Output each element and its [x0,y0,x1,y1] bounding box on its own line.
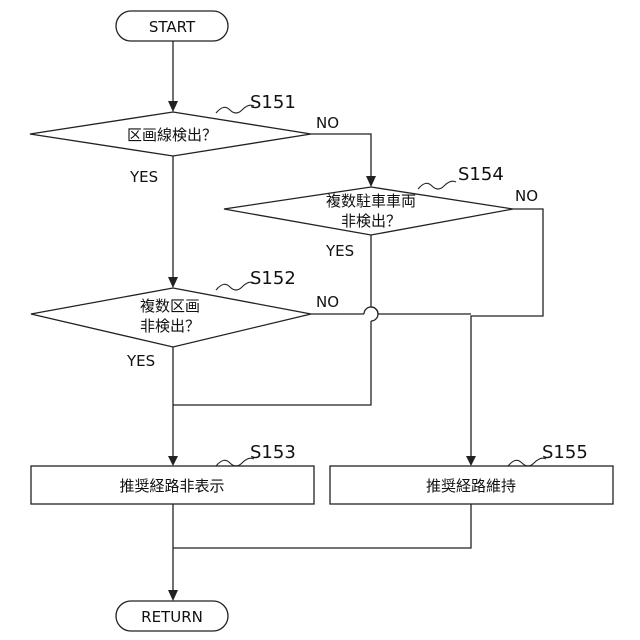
jump-over-arc [364,307,378,314]
return-label: RETURN [141,608,203,626]
s152-yes-label: YES [126,352,155,370]
s152-leader-line [216,282,254,290]
s155-text: 推奨経路維持 [426,477,516,495]
s153-text: 推奨経路非表示 [119,477,224,495]
s155-step-label: S155 [542,442,588,463]
connector-s155-merge [173,504,471,548]
arrowhead [168,101,178,112]
connector-s154-no [471,209,543,456]
s152-no-label: NO [316,293,339,311]
s152-text-line2: 非検出？ [140,317,200,335]
s151-no-label: NO [316,114,339,132]
start-label: START [149,18,196,36]
arrowhead [366,176,376,187]
line-crossover [371,307,378,321]
arrowhead [168,456,178,466]
s153-leader-line [216,458,254,466]
s154-text-line2: 非検出？ [341,212,401,230]
s154-text-line1: 複数駐車車両 [326,192,416,210]
arrowhead [466,456,476,466]
s155-leader-line [508,458,546,466]
s154-leader-line [418,181,456,189]
s151-yes-label: YES [129,168,158,186]
arrowhead [168,277,178,288]
s154-step-label: S154 [458,164,504,185]
connector-s151-no [311,134,371,176]
arrowhead [168,590,178,601]
s154-yes-label: YES [325,242,354,260]
s151-step-label: S151 [250,92,296,113]
s152-text-line1: 複数区画 [140,297,200,315]
s153-step-label: S153 [250,442,296,463]
s154-no-label: NO [515,187,538,205]
s151-text: 区画線検出？ [127,126,217,144]
s151-leader-line [216,105,254,113]
s152-step-label: S152 [250,268,296,289]
